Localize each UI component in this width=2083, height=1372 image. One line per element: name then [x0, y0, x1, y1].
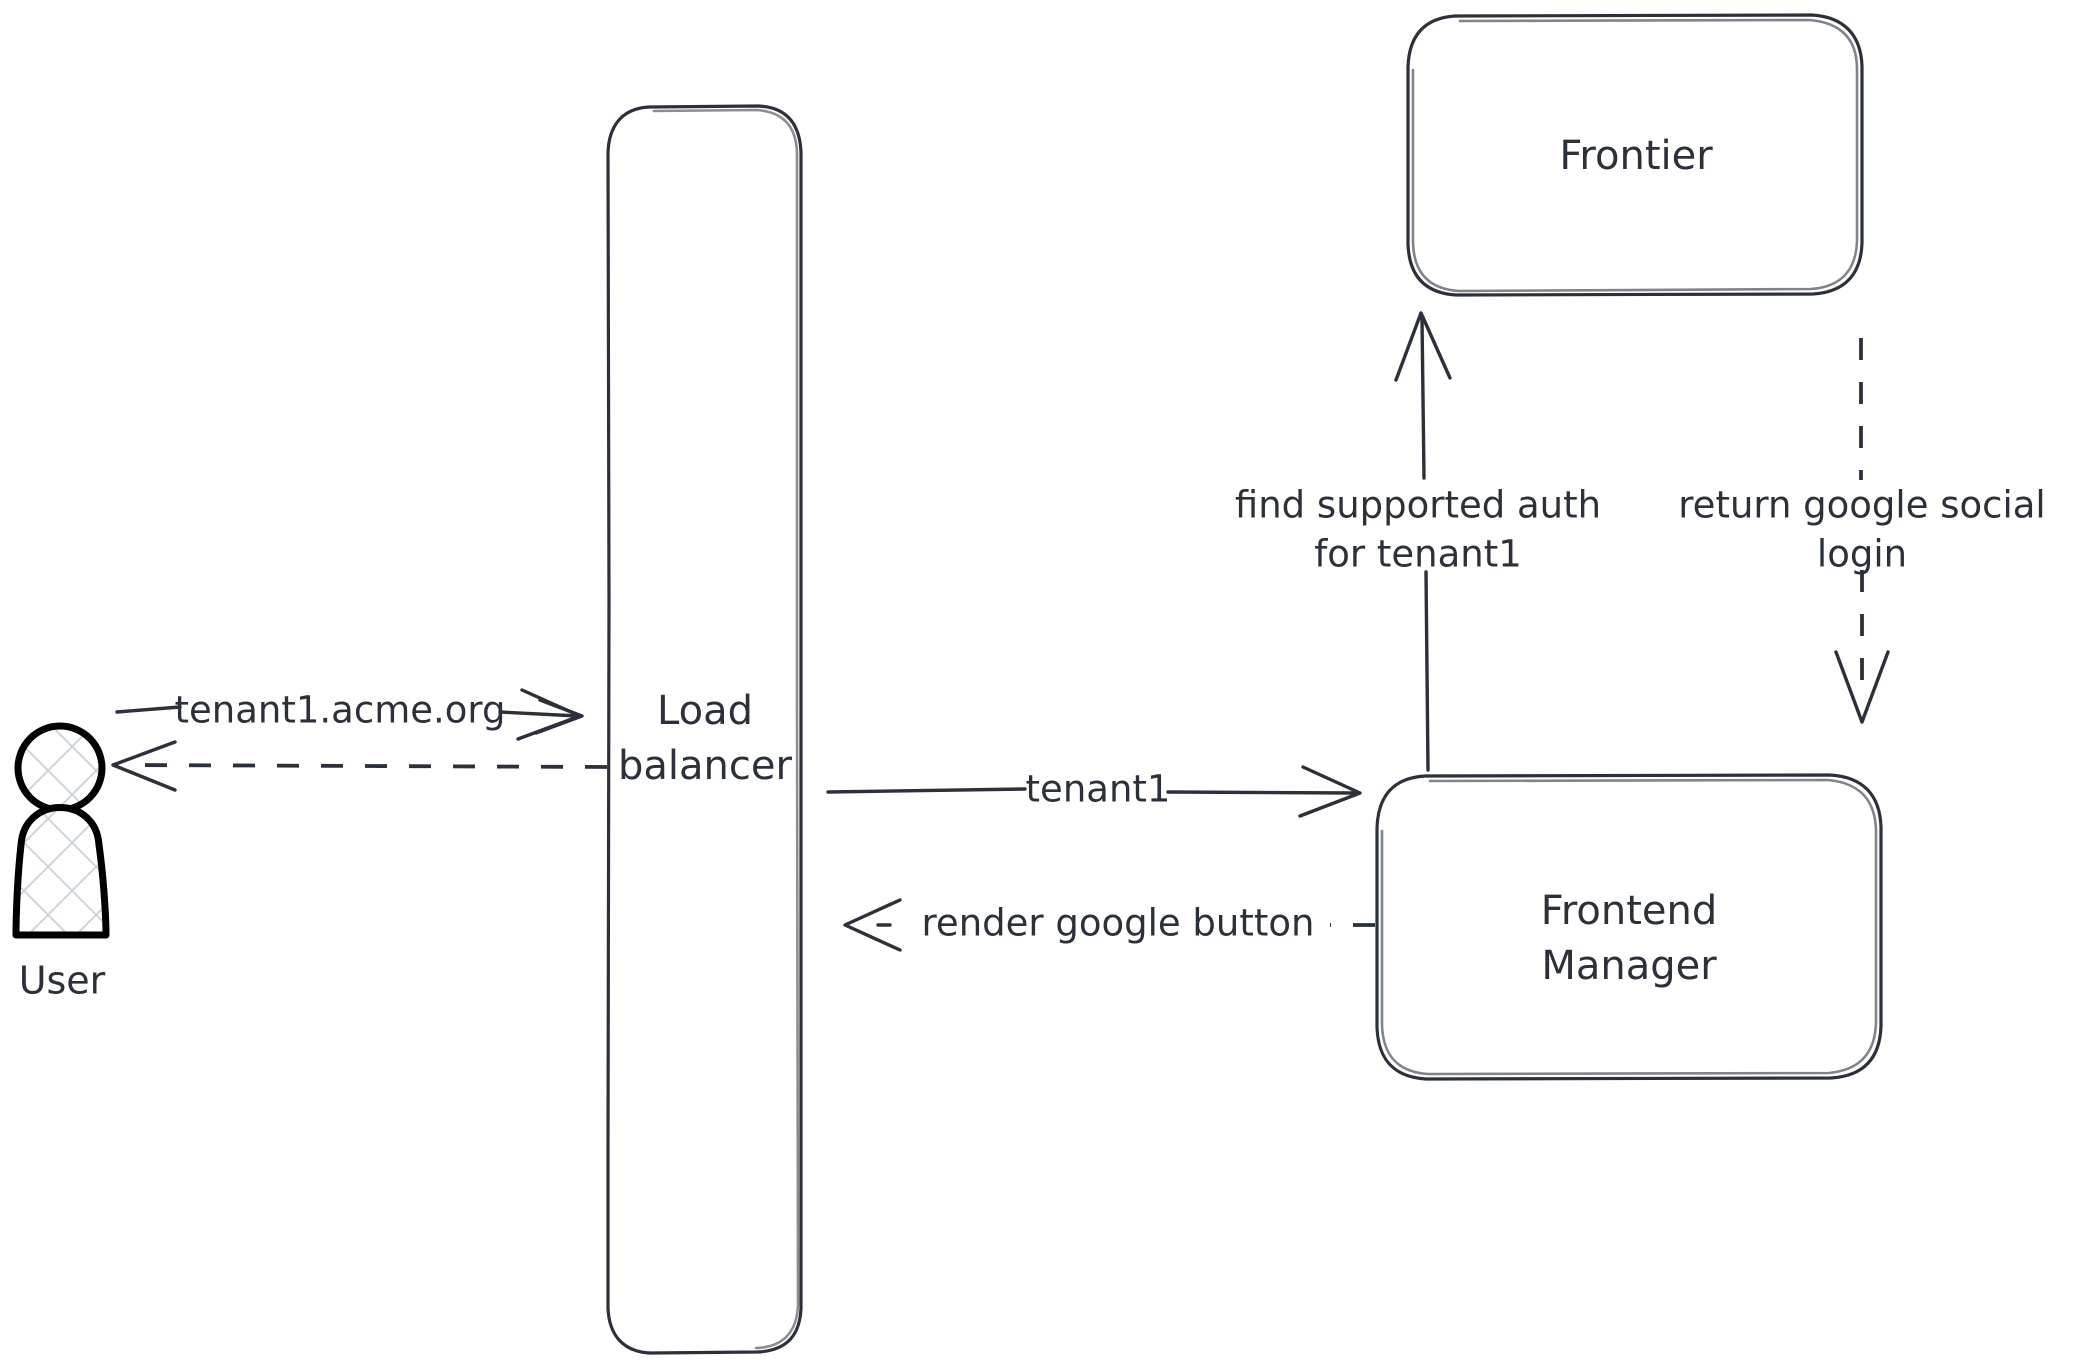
edge-fm-to-frontier-line-lower: [1424, 570, 1430, 772]
edge-frontier-to-fm-label-line1: return google social: [1678, 484, 2045, 527]
edge-frontier-to-frontend-manager[interactable]: return google social login: [1678, 338, 2046, 724]
edge-user-to-lb-label: tenant1.acme.org: [175, 689, 506, 732]
frontend-manager-shape: [1375, 773, 1883, 1081]
node-frontend-manager[interactable]: Frontend Manager: [1375, 773, 1883, 1081]
load-balancer-shape: [606, 104, 803, 1355]
frontend-manager-label-line2: Manager: [1541, 943, 1717, 989]
load-balancer-shape-second-stroke: [652, 108, 800, 1350]
node-frontier[interactable]: Frontier: [1406, 13, 1864, 297]
edge-user-to-load-balancer[interactable]: tenant1.acme.org: [115, 688, 584, 741]
actor-user[interactable]: User: [12, 722, 110, 1003]
edge-frontier-to-fm-label-line2: login: [1817, 533, 1907, 576]
actor-user-label: User: [19, 959, 106, 1003]
load-balancer-label-line1: Load: [657, 688, 753, 734]
edge-lb-to-fm-line-right: [1166, 790, 1357, 795]
node-load-balancer[interactable]: Load balancer: [606, 104, 803, 1355]
edge-user-to-lb-line-left: [115, 705, 182, 714]
edge-lb-to-fm-arrowhead: [1298, 765, 1362, 818]
edge-frontend-manager-to-load-balancer[interactable]: render google button: [843, 898, 1375, 952]
edge-frontend-manager-to-frontier[interactable]: find supported auth for tenant1: [1235, 311, 1601, 772]
user-actor-body: [12, 804, 110, 939]
edge-lb-to-fm-line-left: [826, 787, 1027, 794]
edge-lb-to-fm-label: tenant1: [1026, 768, 1171, 811]
frontier-shape-second-stroke: [1411, 18, 1859, 293]
edge-load-balancer-to-user[interactable]: [111, 740, 608, 792]
edge-fm-to-frontier-label-line1: find supported auth: [1235, 484, 1601, 527]
edge-load-balancer-to-frontend-manager[interactable]: tenant1: [826, 765, 1362, 818]
edge-frontier-to-fm-arrowhead: [1834, 650, 1890, 724]
edge-user-to-lb-line-right: [498, 710, 580, 718]
edge-user-to-lb-arrowhead-second: [534, 698, 584, 735]
load-balancer-label-line2: balancer: [618, 743, 792, 789]
edge-fm-to-frontier-arrowhead: [1394, 311, 1452, 382]
edge-fm-to-lb-label: render google button: [922, 902, 1315, 945]
edge-lb-to-user-line: [127, 763, 608, 769]
frontend-manager-shape-second-stroke: [1380, 778, 1878, 1076]
edge-fm-to-frontier-label-line2: for tenant1: [1314, 533, 1522, 576]
edge-fm-to-lb-arrowhead: [843, 898, 902, 952]
edge-fm-to-frontier-line-upper: [1420, 316, 1426, 480]
frontier-shape: [1406, 13, 1864, 297]
frontier-label: Frontier: [1559, 133, 1713, 179]
edge-lb-to-user-arrowhead: [111, 740, 177, 792]
user-actor-head: [14, 722, 106, 814]
frontend-manager-label-line1: Frontend: [1541, 888, 1718, 934]
